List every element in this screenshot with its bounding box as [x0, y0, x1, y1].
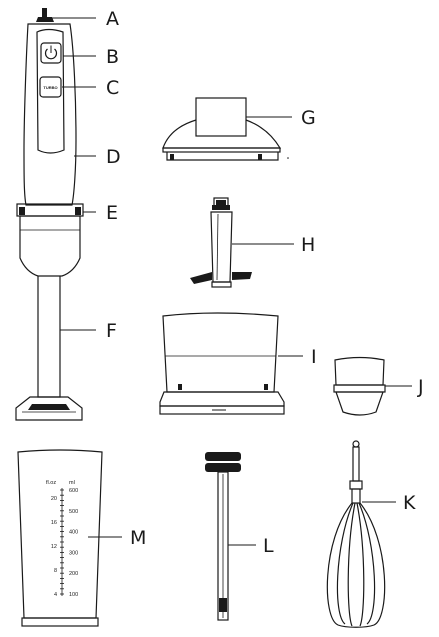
- callout-K: K: [403, 492, 416, 514]
- beaker-floz-label: 8: [54, 568, 57, 574]
- beaker-ml-label: 200: [69, 571, 78, 577]
- beaker-ml-label: 100: [69, 592, 78, 598]
- callout-H: H: [301, 234, 315, 256]
- power-icon: [44, 45, 58, 60]
- release-buttons: [16, 203, 84, 217]
- beaker-floz-label: 4: [54, 592, 57, 598]
- callout-M: M: [130, 527, 146, 549]
- turbo-button-label: TURBO: [43, 85, 57, 90]
- balloon-whisk: [326, 440, 386, 628]
- beaker-floz-label: 12: [51, 544, 57, 550]
- callout-F: F: [106, 320, 117, 342]
- beaker-floz-label: 20: [51, 496, 57, 502]
- beaker-ml-header: ml: [69, 480, 75, 486]
- motor-body: [23, 23, 77, 206]
- callout-L: L: [263, 535, 274, 557]
- hand-blender: TURBO: [15, 8, 84, 421]
- turbo-button: TURBO: [39, 76, 62, 98]
- callout-B: B: [106, 46, 119, 68]
- whisk-adapter: [205, 452, 241, 621]
- beaker-scale-ticks: [60, 489, 64, 595]
- beaker-ml-label: 400: [69, 530, 78, 536]
- beaker-ml-label: 500: [69, 509, 78, 515]
- beaker-floz-header: fl.oz: [46, 480, 56, 486]
- callout-G: G: [301, 107, 316, 129]
- chopper-blade: [190, 197, 252, 288]
- chopper-lid: [162, 97, 289, 161]
- callout-D: D: [106, 146, 121, 168]
- anti-slip-base: [333, 356, 386, 416]
- blending-shaft: [37, 276, 61, 398]
- power-cable: [36, 8, 54, 22]
- beaker-ml-label: 300: [69, 550, 78, 556]
- chopper-bowl: [159, 312, 285, 415]
- beaker-floz-label: 16: [51, 520, 57, 526]
- callout-J: J: [417, 376, 424, 398]
- callout-C: C: [106, 77, 119, 99]
- callout-I: I: [311, 346, 317, 368]
- callout-E: E: [106, 202, 118, 224]
- measuring-beaker: fl.oz ml 600 500 400 300 200 100 20 16 12 8 4: [17, 449, 103, 627]
- power-button: [40, 42, 62, 64]
- lower-housing: [19, 215, 81, 277]
- blade-guard: [15, 396, 83, 421]
- button-panel: [36, 28, 65, 154]
- beaker-ml-label: 600: [69, 488, 78, 494]
- callout-A: A: [106, 8, 119, 30]
- beaker-scale-labels: 600 500 400 300 200 100 20 16 12 8 4: [51, 488, 78, 598]
